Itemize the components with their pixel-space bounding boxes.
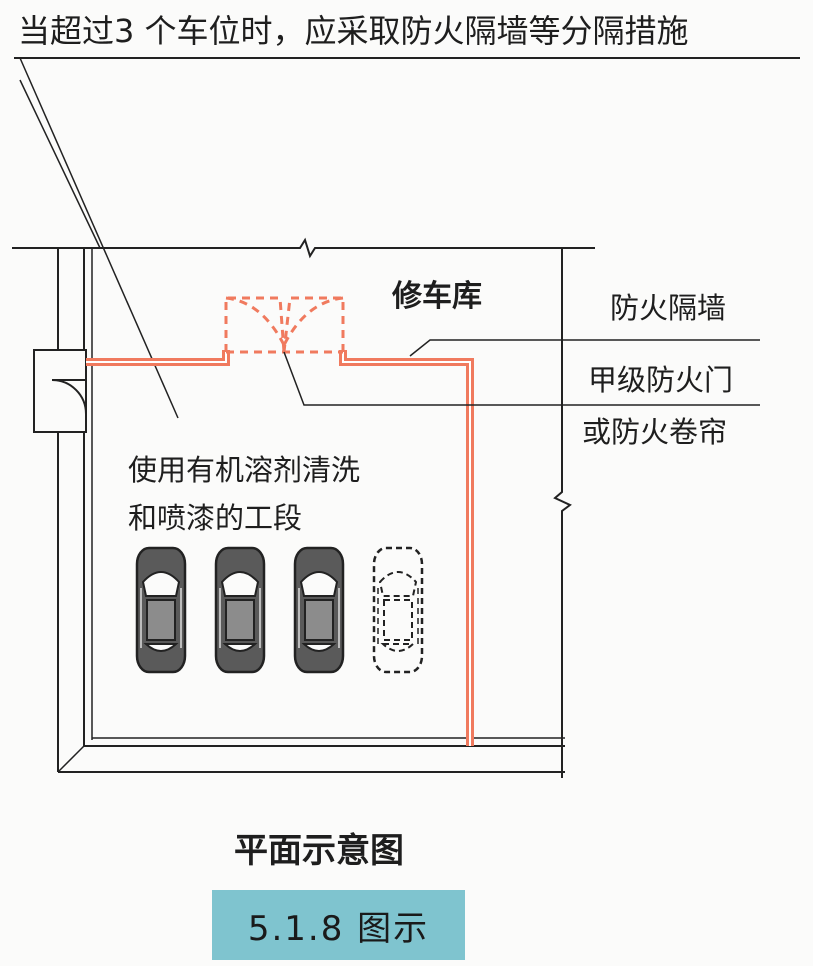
leader-firewall <box>409 339 760 357</box>
car-solid <box>293 546 345 674</box>
fire-wall-left-segment <box>86 350 230 366</box>
legend-firewall-label: 防火隔墙 <box>610 291 726 325</box>
figure-number-text: 5.1.8 图示 <box>247 908 430 949</box>
floor-plan: 当超过3 个车位时，应采取防火隔墙等分隔措施 <box>12 12 800 871</box>
zone-label-1: 使用有机溶剂清洗 <box>128 453 360 487</box>
heading-text: 当超过3 个车位时，应采取防火隔墙等分隔措施 <box>18 12 689 50</box>
corner-diagonal <box>57 745 85 773</box>
car-solid <box>135 546 187 674</box>
parking-cars <box>135 546 424 674</box>
fire-wall-left-inner <box>86 350 227 363</box>
car-solid <box>214 546 266 674</box>
legend-door-label-2: 或防火卷帘 <box>582 415 727 449</box>
legend-door-label-1: 甲级防火门 <box>588 363 733 397</box>
zone-label-2: 和喷漆的工段 <box>128 501 302 535</box>
fire-door-symbol <box>224 296 345 354</box>
figure-number-badge: 5.1.8 图示 <box>212 890 465 960</box>
leader-firedoor <box>283 351 760 406</box>
room-label: 修车库 <box>391 279 482 314</box>
plan-caption: 平面示意图 <box>234 831 404 871</box>
top-wall-line <box>12 237 595 259</box>
side-door-swing <box>51 379 87 415</box>
car-outline <box>372 546 424 674</box>
fire-wall-right-inner <box>342 350 471 746</box>
right-wall-line <box>553 248 572 778</box>
leader-line-wall <box>19 79 101 249</box>
